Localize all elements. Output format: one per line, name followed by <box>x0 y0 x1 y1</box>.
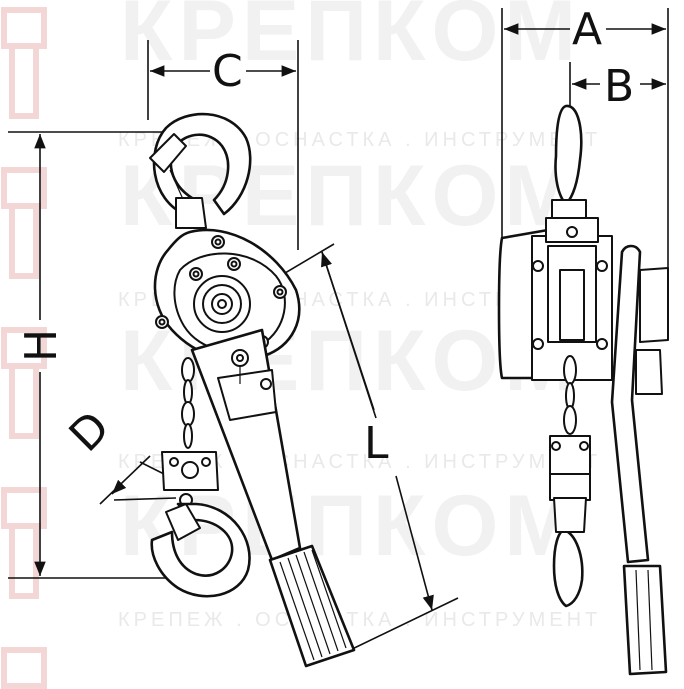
watermark-slogan-row-4: КРЕПЕЖ . ОСНАСТКА . ИНСТРУМЕНТ <box>118 609 601 631</box>
front-bottom-hook <box>552 528 584 608</box>
dim-label-b: B <box>604 61 634 112</box>
dim-label-l: L <box>364 418 389 469</box>
front-load-chain <box>563 355 577 435</box>
front-bolts <box>532 226 608 350</box>
load-chain <box>181 357 195 449</box>
hoist-side-view <box>149 112 356 668</box>
front-lever-handle <box>622 564 668 676</box>
dim-label-a: A <box>572 4 602 55</box>
lever-arm <box>190 328 302 562</box>
hoist-front-view <box>497 104 669 676</box>
dim-label-c: C <box>212 46 243 97</box>
watermark-brand-row-1: КРЕПКОМ <box>120 0 582 79</box>
front-lever <box>610 244 650 564</box>
dim-label-h: H <box>16 329 67 362</box>
bottom-hook <box>150 502 251 598</box>
dim-label-d: D <box>60 402 120 462</box>
watermark-logo-icon <box>1 7 47 689</box>
